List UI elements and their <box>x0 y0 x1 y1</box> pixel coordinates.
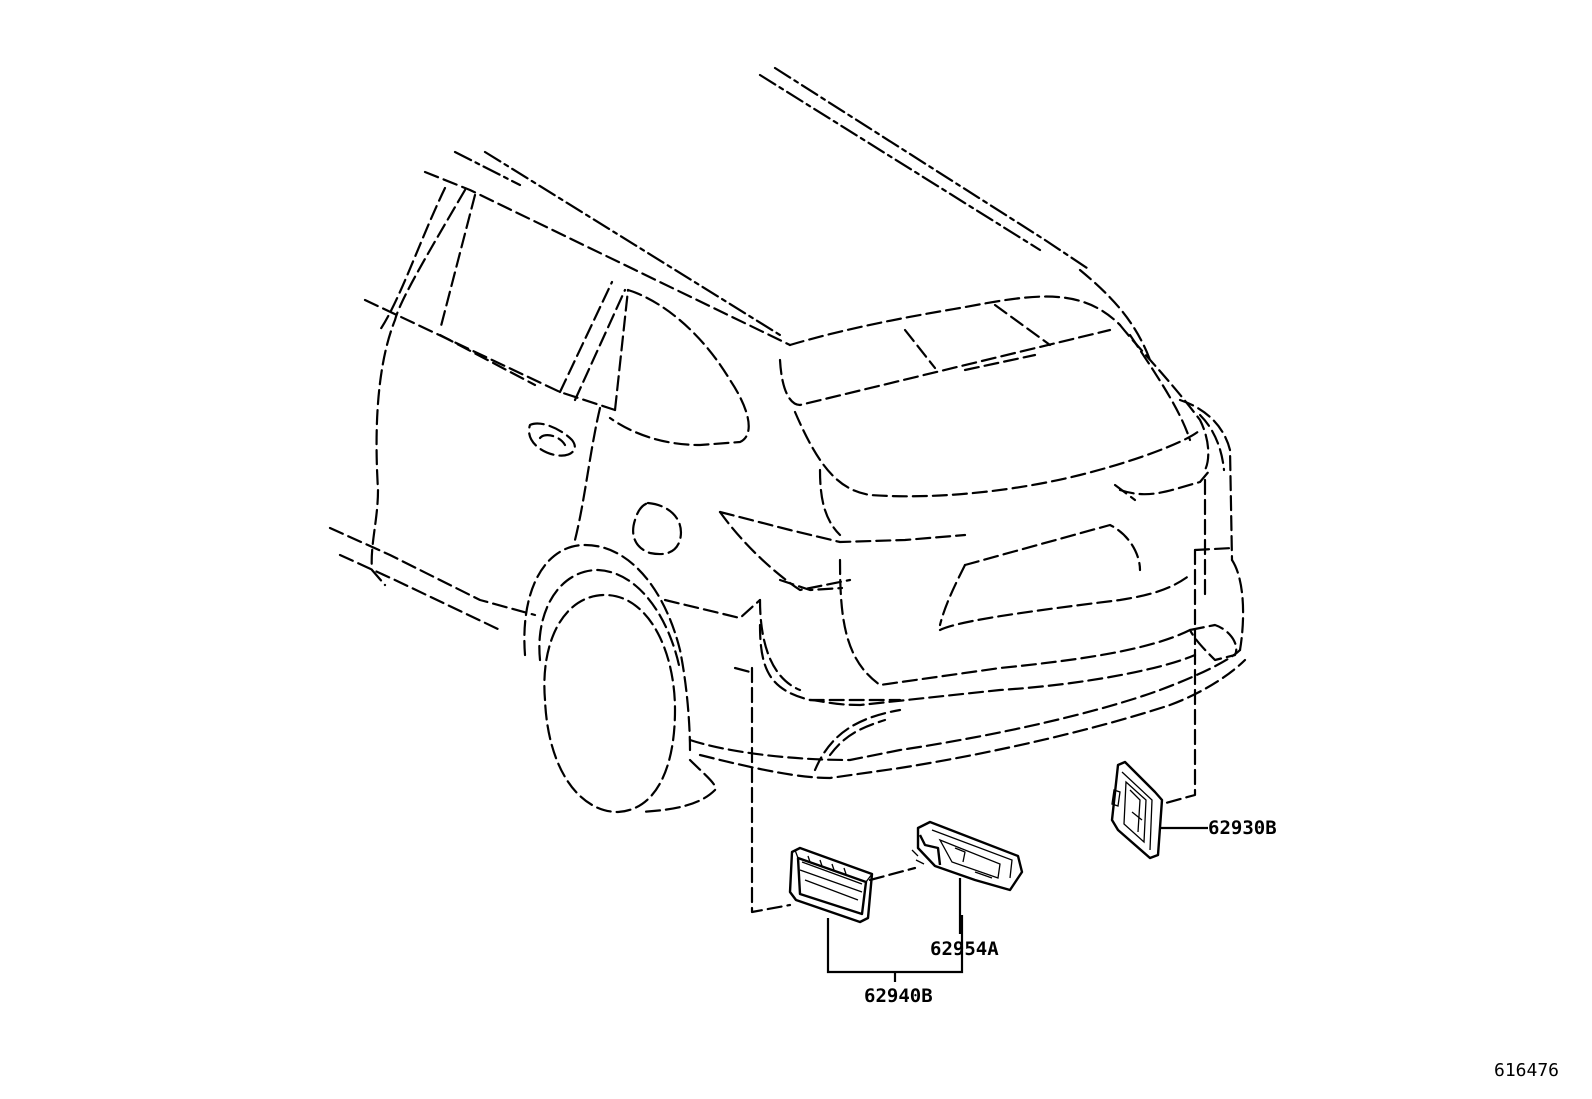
part-62930b-cover <box>1110 760 1164 860</box>
vehicle-outline <box>328 66 1247 814</box>
label-62940b: 62940B <box>864 985 933 1007</box>
part-62954a-housing <box>911 820 1024 892</box>
diagram-id: 616476 <box>1494 1060 1559 1081</box>
part-62940b-frame <box>788 846 874 924</box>
leader-lines <box>750 548 1197 914</box>
label-62954a: 62954A <box>930 938 999 960</box>
label-62930b: 62930B <box>1208 817 1277 839</box>
callout-lines <box>826 826 1208 982</box>
